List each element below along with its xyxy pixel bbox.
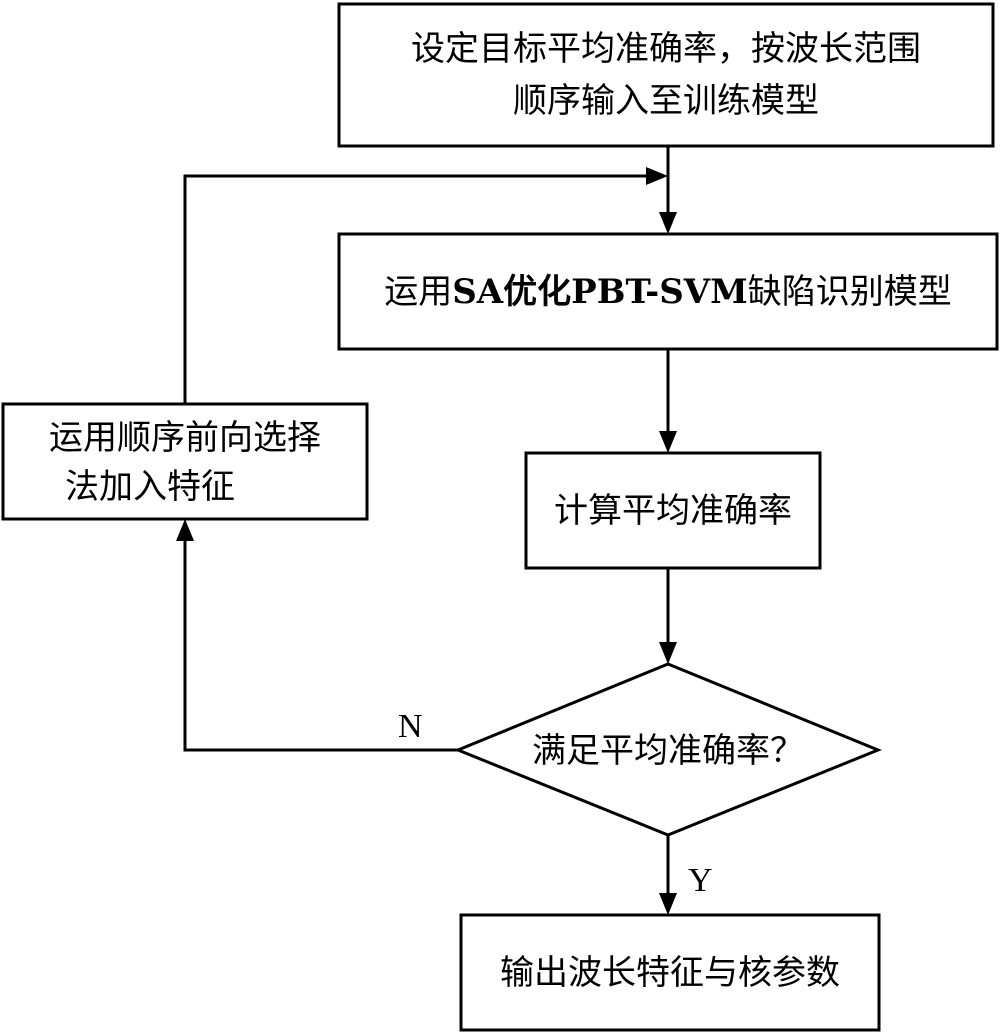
node-output-box	[459, 913, 881, 1032]
edge-decision-no: N	[176, 519, 458, 752]
node-set-target-line2: 顺序输入至训练模型	[513, 81, 819, 121]
node-forward-select-line1: 运用顺序前向选择	[49, 418, 321, 458]
node-sa-optimize: 运用SA优化PBT-SVM缺陷识别模型	[337, 232, 999, 351]
node-sa-optimize-suffix: 缺陷识别模型	[748, 272, 952, 312]
node-set-target: 设定目标平均准确率，按波长范围 顺序输入至训练模型	[337, 2, 995, 148]
edge-yes-label: Y	[688, 862, 713, 899]
edge-decision-no-line	[183, 539, 458, 752]
edge-sa-optimize-to-compute	[659, 349, 677, 453]
edge-set-target-to-sa-optimize-arrow	[659, 212, 677, 234]
node-forward-select-box	[1, 402, 369, 521]
edge-forward-select-loop	[183, 167, 668, 404]
node-output-label: 输出波长特征与核参数	[500, 953, 840, 993]
node-sa-optimize-label: 运用SA优化PBT-SVM缺陷识别模型	[384, 272, 952, 312]
node-compute-accuracy: 计算平均准确率	[524, 451, 822, 570]
edge-forward-select-loop-line	[183, 174, 648, 404]
edge-sa-optimize-to-compute-arrow	[659, 431, 677, 453]
node-decision-label: 满足平均准确率？	[532, 731, 804, 771]
node-decision: 满足平均准确率？	[454, 662, 882, 837]
node-sa-optimize-highlight: SA优化PBT-SVM	[452, 272, 748, 312]
node-set-target-box	[337, 2, 995, 148]
edge-decision-no-arrow	[176, 519, 194, 541]
edge-compute-to-decision	[659, 568, 677, 664]
edge-compute-to-decision-arrow	[659, 642, 677, 664]
edge-set-target-to-sa-optimize	[659, 146, 677, 234]
node-compute-accuracy-box	[524, 451, 822, 570]
edge-decision-yes-arrow	[659, 893, 677, 915]
node-forward-select-line2: 法加入特征	[65, 467, 235, 507]
node-forward-select: 运用顺序前向选择 法加入特征	[1, 402, 369, 521]
node-set-target-line1: 设定目标平均准确率，按波长范围	[411, 29, 921, 69]
edge-forward-select-loop-arrow	[646, 167, 668, 185]
node-output: 输出波长特征与核参数	[459, 913, 881, 1032]
node-sa-optimize-box	[337, 232, 999, 351]
edge-no-label: N	[398, 708, 423, 745]
node-compute-accuracy-label: 计算平均准确率	[554, 491, 792, 531]
node-sa-optimize-prefix: 运用	[384, 272, 452, 312]
edge-decision-yes: Y	[659, 835, 713, 915]
